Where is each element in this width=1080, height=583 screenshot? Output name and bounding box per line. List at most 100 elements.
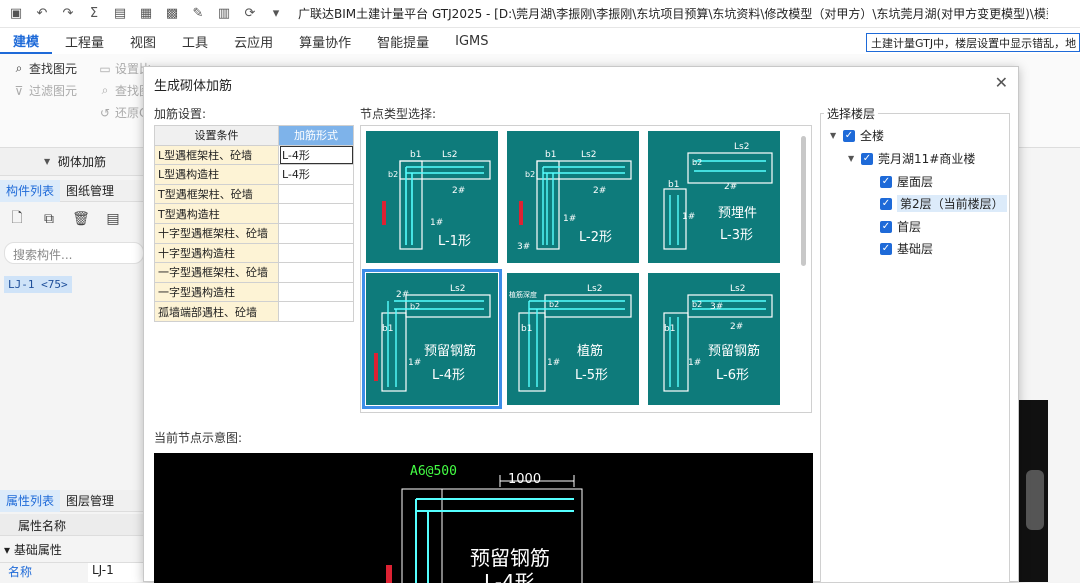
svg-text:1#: 1# xyxy=(408,358,421,368)
form-cell[interactable] xyxy=(278,281,354,303)
svg-text:b1: b1 xyxy=(410,150,421,160)
table-icon[interactable]: ▥ xyxy=(217,6,231,21)
table-row[interactable]: 十字型遇构造柱 xyxy=(154,242,354,264)
node-thumb-l1[interactable]: b1 Ls2 b2 2# 1# L-1形 xyxy=(366,131,498,263)
checkbox-checked-icon[interactable]: ✓ xyxy=(861,152,873,165)
svg-text:L-2形: L-2形 xyxy=(579,230,612,245)
property-key: 名称 xyxy=(8,565,33,579)
l6-diagram: Ls2 b2 3# 2# b1 1# 预留钢筋 L-6形 xyxy=(663,284,773,392)
form-cell[interactable] xyxy=(278,301,354,322)
gallery-scrollbar[interactable] xyxy=(801,136,806,266)
floor-select-panel xyxy=(820,113,1010,583)
set-ratio-button[interactable]: ▭设置比 xyxy=(99,61,152,77)
delete-icon[interactable]: 🗑 xyxy=(72,211,90,227)
collapse-handle[interactable] xyxy=(1026,470,1044,530)
node-thumb-l4[interactable]: 2# Ls2 b2 b1 1# 预留钢筋 L-4形 xyxy=(362,269,502,409)
menu-tools[interactable]: 工具 xyxy=(182,35,209,51)
layout-icon[interactable]: ▩ xyxy=(165,6,179,21)
menu-quantity[interactable]: 工程量 xyxy=(65,35,105,51)
floor-item-building[interactable]: ▼✓莞月湖11#商业楼 xyxy=(848,152,976,166)
menu-modeling[interactable]: 建模 xyxy=(0,28,53,54)
floor-item-all[interactable]: ▼✓全楼 xyxy=(830,129,885,143)
menu-collab[interactable]: 算量协作 xyxy=(299,35,352,51)
checkbox-checked-icon[interactable]: ✓ xyxy=(880,175,892,188)
form-cell[interactable] xyxy=(278,222,354,244)
component-tools: 🗋 ⧉ 🗑 ▤ xyxy=(8,210,122,228)
sync-icon[interactable]: ⟳ xyxy=(244,6,256,21)
form-cell[interactable] xyxy=(278,242,354,264)
checkbox-checked-icon[interactable]: ✓ xyxy=(843,129,855,142)
form-cell[interactable] xyxy=(278,203,354,224)
redo-icon[interactable]: ↷ xyxy=(62,6,74,21)
property-value[interactable]: LJ-1 xyxy=(88,563,145,582)
table-row[interactable]: 孤墙端部遇柱、砼墙 xyxy=(154,301,354,322)
help-search-input[interactable]: 土建计量GTJ中，楼层设置中显示错乱，地 xyxy=(866,33,1080,52)
tab-component-list[interactable]: 构件列表 xyxy=(0,179,61,202)
filter-element-button[interactable]: ⊽过滤图元 xyxy=(12,82,77,99)
checkbox-checked-icon[interactable]: ✓ xyxy=(880,220,892,233)
floor-item-foundation[interactable]: ✓基础层 xyxy=(880,242,934,256)
undo-icon[interactable]: ↶ xyxy=(36,6,48,21)
table-row[interactable]: 十字型遇框架柱、砼墙 xyxy=(154,222,354,244)
component-item[interactable]: LJ-1 <75> xyxy=(4,276,72,293)
preview-main-label: 预留钢筋 xyxy=(470,546,550,570)
find-drawing-icon: ⌕ xyxy=(101,83,109,97)
menu-igms[interactable]: IGMS xyxy=(455,33,489,49)
layer-icon[interactable]: ▤ xyxy=(106,211,120,227)
save-icon[interactable]: ▣ xyxy=(9,6,23,21)
condition-cell: 孤墙端部遇柱、砼墙 xyxy=(154,301,279,322)
table-row[interactable]: 一字型遇构造柱 xyxy=(154,281,354,303)
column-header: 加筋形式 xyxy=(278,125,354,146)
form-cell[interactable] xyxy=(278,183,354,205)
floor-item-roof[interactable]: ✓屋面层 xyxy=(880,175,934,189)
floor-item-current[interactable]: ✓第2层（当前楼层） xyxy=(880,195,1007,212)
sum-icon[interactable]: Σ xyxy=(89,6,99,21)
table-row[interactable]: T型遇框架柱、砼墙 xyxy=(154,183,354,205)
floor-item-first[interactable]: ✓首层 xyxy=(880,220,922,234)
restore-button[interactable]: ↺还原C xyxy=(99,105,148,121)
svg-text:b2: b2 xyxy=(388,170,398,179)
document-icon[interactable]: ▤ xyxy=(113,6,127,21)
find-element-button[interactable]: ⌕查找图元 xyxy=(12,60,77,77)
element-type-selector[interactable]: ▼ 砌体加筋 xyxy=(0,148,145,176)
form-cell[interactable]: L-4形 xyxy=(278,144,354,166)
component-panel-tabs: 构件列表 图纸管理 xyxy=(0,179,145,202)
node-thumb-l5[interactable]: 植筋深度 Ls2 b2 b1 1# 植筋 L-5形 xyxy=(507,273,639,405)
svg-text:Ls2: Ls2 xyxy=(587,284,602,294)
condition-cell: L型遇框架柱、砼墙 xyxy=(154,144,279,166)
rebar-settings-label: 加筋设置: xyxy=(154,107,207,121)
pen-icon[interactable]: ✎ xyxy=(192,6,204,21)
dropdown-icon[interactable]: ▾ xyxy=(272,6,280,21)
form-cell[interactable] xyxy=(278,262,354,283)
svg-text:1#: 1# xyxy=(688,358,701,368)
table-row[interactable]: 一字型遇框架柱、砼墙 xyxy=(154,262,354,283)
find-drawing-button[interactable]: ⌕查找图 xyxy=(98,82,151,99)
node-thumb-l2[interactable]: b1 Ls2 b2 2# 1# 3# L-2形 xyxy=(507,131,639,263)
grid-icon[interactable]: ▦ xyxy=(139,6,153,21)
checkbox-checked-icon[interactable]: ✓ xyxy=(880,242,892,255)
svg-text:2#: 2# xyxy=(730,322,743,332)
condition-cell: T型遇框架柱、砼墙 xyxy=(154,183,279,205)
property-header: 属性名称 xyxy=(0,514,145,536)
close-icon[interactable]: ✕ xyxy=(994,73,1008,92)
copy-icon[interactable]: ⧉ xyxy=(44,211,54,227)
l4-diagram: 2# Ls2 b2 b1 1# 预留钢筋 L-4形 xyxy=(374,284,491,392)
property-group[interactable]: ▾ 基础属性 xyxy=(4,543,62,557)
menu-view[interactable]: 视图 xyxy=(130,35,157,51)
form-cell[interactable]: L-4形 xyxy=(278,164,354,185)
l3-diagram: b1 Ls2 b2 2# 1# 预埋件 L-3形 xyxy=(663,142,773,250)
menu-smart[interactable]: 智能提量 xyxy=(377,35,430,51)
new-icon[interactable]: 🗋 xyxy=(11,210,23,226)
table-row[interactable]: T型遇构造柱 xyxy=(154,203,354,224)
preview-name-label: L-4形 xyxy=(484,570,535,583)
tab-drawing-manage[interactable]: 图纸管理 xyxy=(66,184,115,198)
node-thumb-l3[interactable]: b1 Ls2 b2 2# 1# 预埋件 L-3形 xyxy=(648,131,780,263)
menu-cloud[interactable]: 云应用 xyxy=(234,35,274,51)
node-thumb-l6[interactable]: Ls2 b2 3# 2# b1 1# 预留钢筋 L-6形 xyxy=(648,273,780,405)
checkbox-checked-icon[interactable]: ✓ xyxy=(880,197,892,210)
component-search-input[interactable]: 搜索构件... xyxy=(4,242,144,264)
tab-property-list[interactable]: 属性列表 xyxy=(0,489,61,512)
tab-layer-manage[interactable]: 图层管理 xyxy=(66,494,115,508)
